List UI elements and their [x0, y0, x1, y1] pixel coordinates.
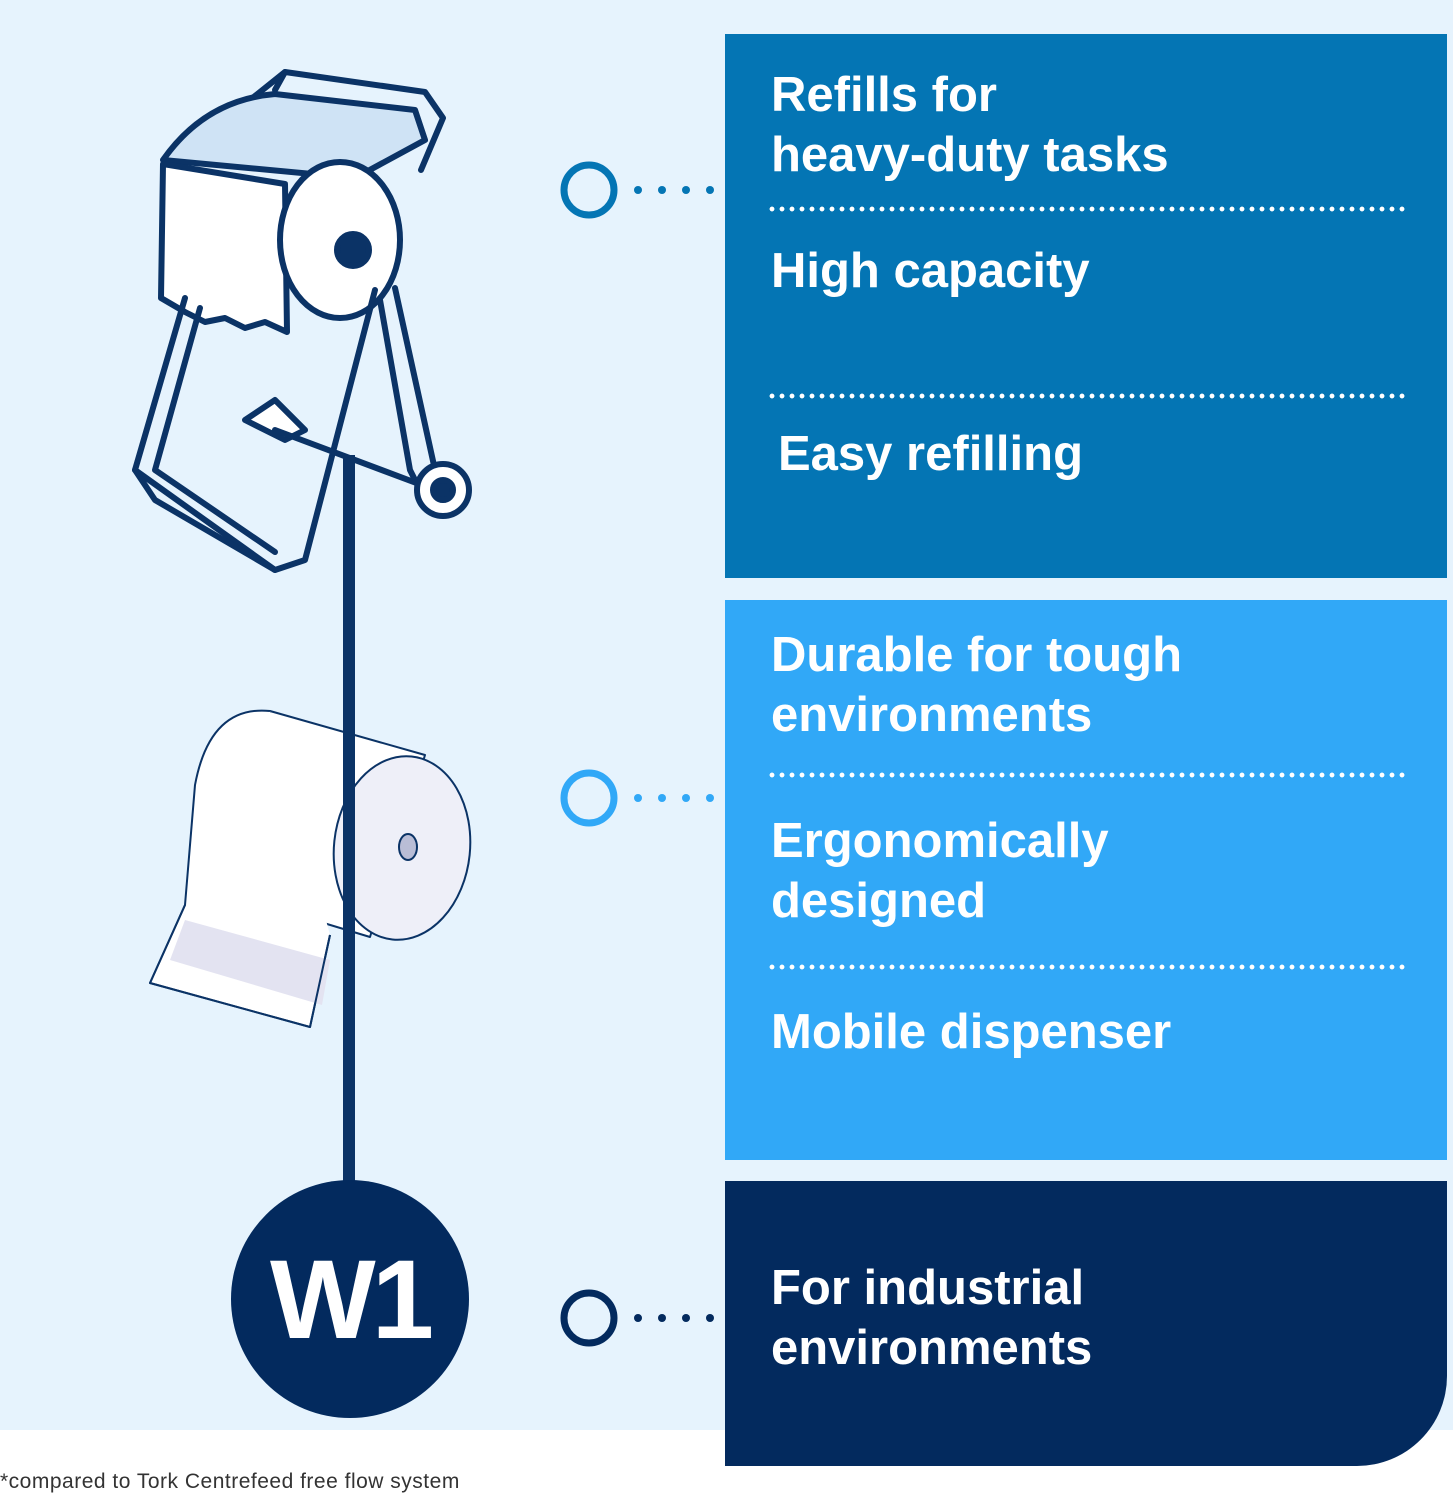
dotted-divider: [767, 772, 1407, 778]
dotted-divider: [767, 206, 1407, 212]
w1-badge-label: W1: [270, 1236, 434, 1362]
feature-industrial: For industrial environments: [771, 1261, 1093, 1375]
feature-easy-refilling: Easy refilling: [778, 427, 1084, 481]
connector-group-1: [560, 161, 714, 219]
feature-card-2: Durable for tough environments Ergonomic…: [725, 600, 1447, 1160]
feature-high-capacity: High capacity: [771, 244, 1090, 298]
dotted-divider: [767, 964, 1407, 970]
connector-group-3: [560, 1289, 714, 1347]
dispenser-stand-illustration: [132, 69, 472, 573]
feature-card-3: For industrial environments: [725, 1181, 1447, 1466]
feature-mobile-dispenser: Mobile dispenser: [771, 1005, 1172, 1059]
connector-group-2: [560, 769, 714, 827]
feature-durable: Durable for tough environments: [771, 628, 1183, 742]
timeline-spine: [343, 455, 355, 1215]
paper-roll-illustration: [149, 709, 472, 1028]
feature-card-1: Refills for heavy-duty tasks High capaci…: [725, 34, 1447, 578]
feature-heavy-duty: Refills for heavy-duty tasks: [771, 68, 1169, 182]
dotted-divider: [767, 393, 1407, 399]
w1-badge: W1: [231, 1180, 469, 1418]
feature-ergonomic: Ergonomically designed: [771, 814, 1109, 928]
footnote: *compared to Tork Centrefeed free flow s…: [0, 1470, 460, 1493]
